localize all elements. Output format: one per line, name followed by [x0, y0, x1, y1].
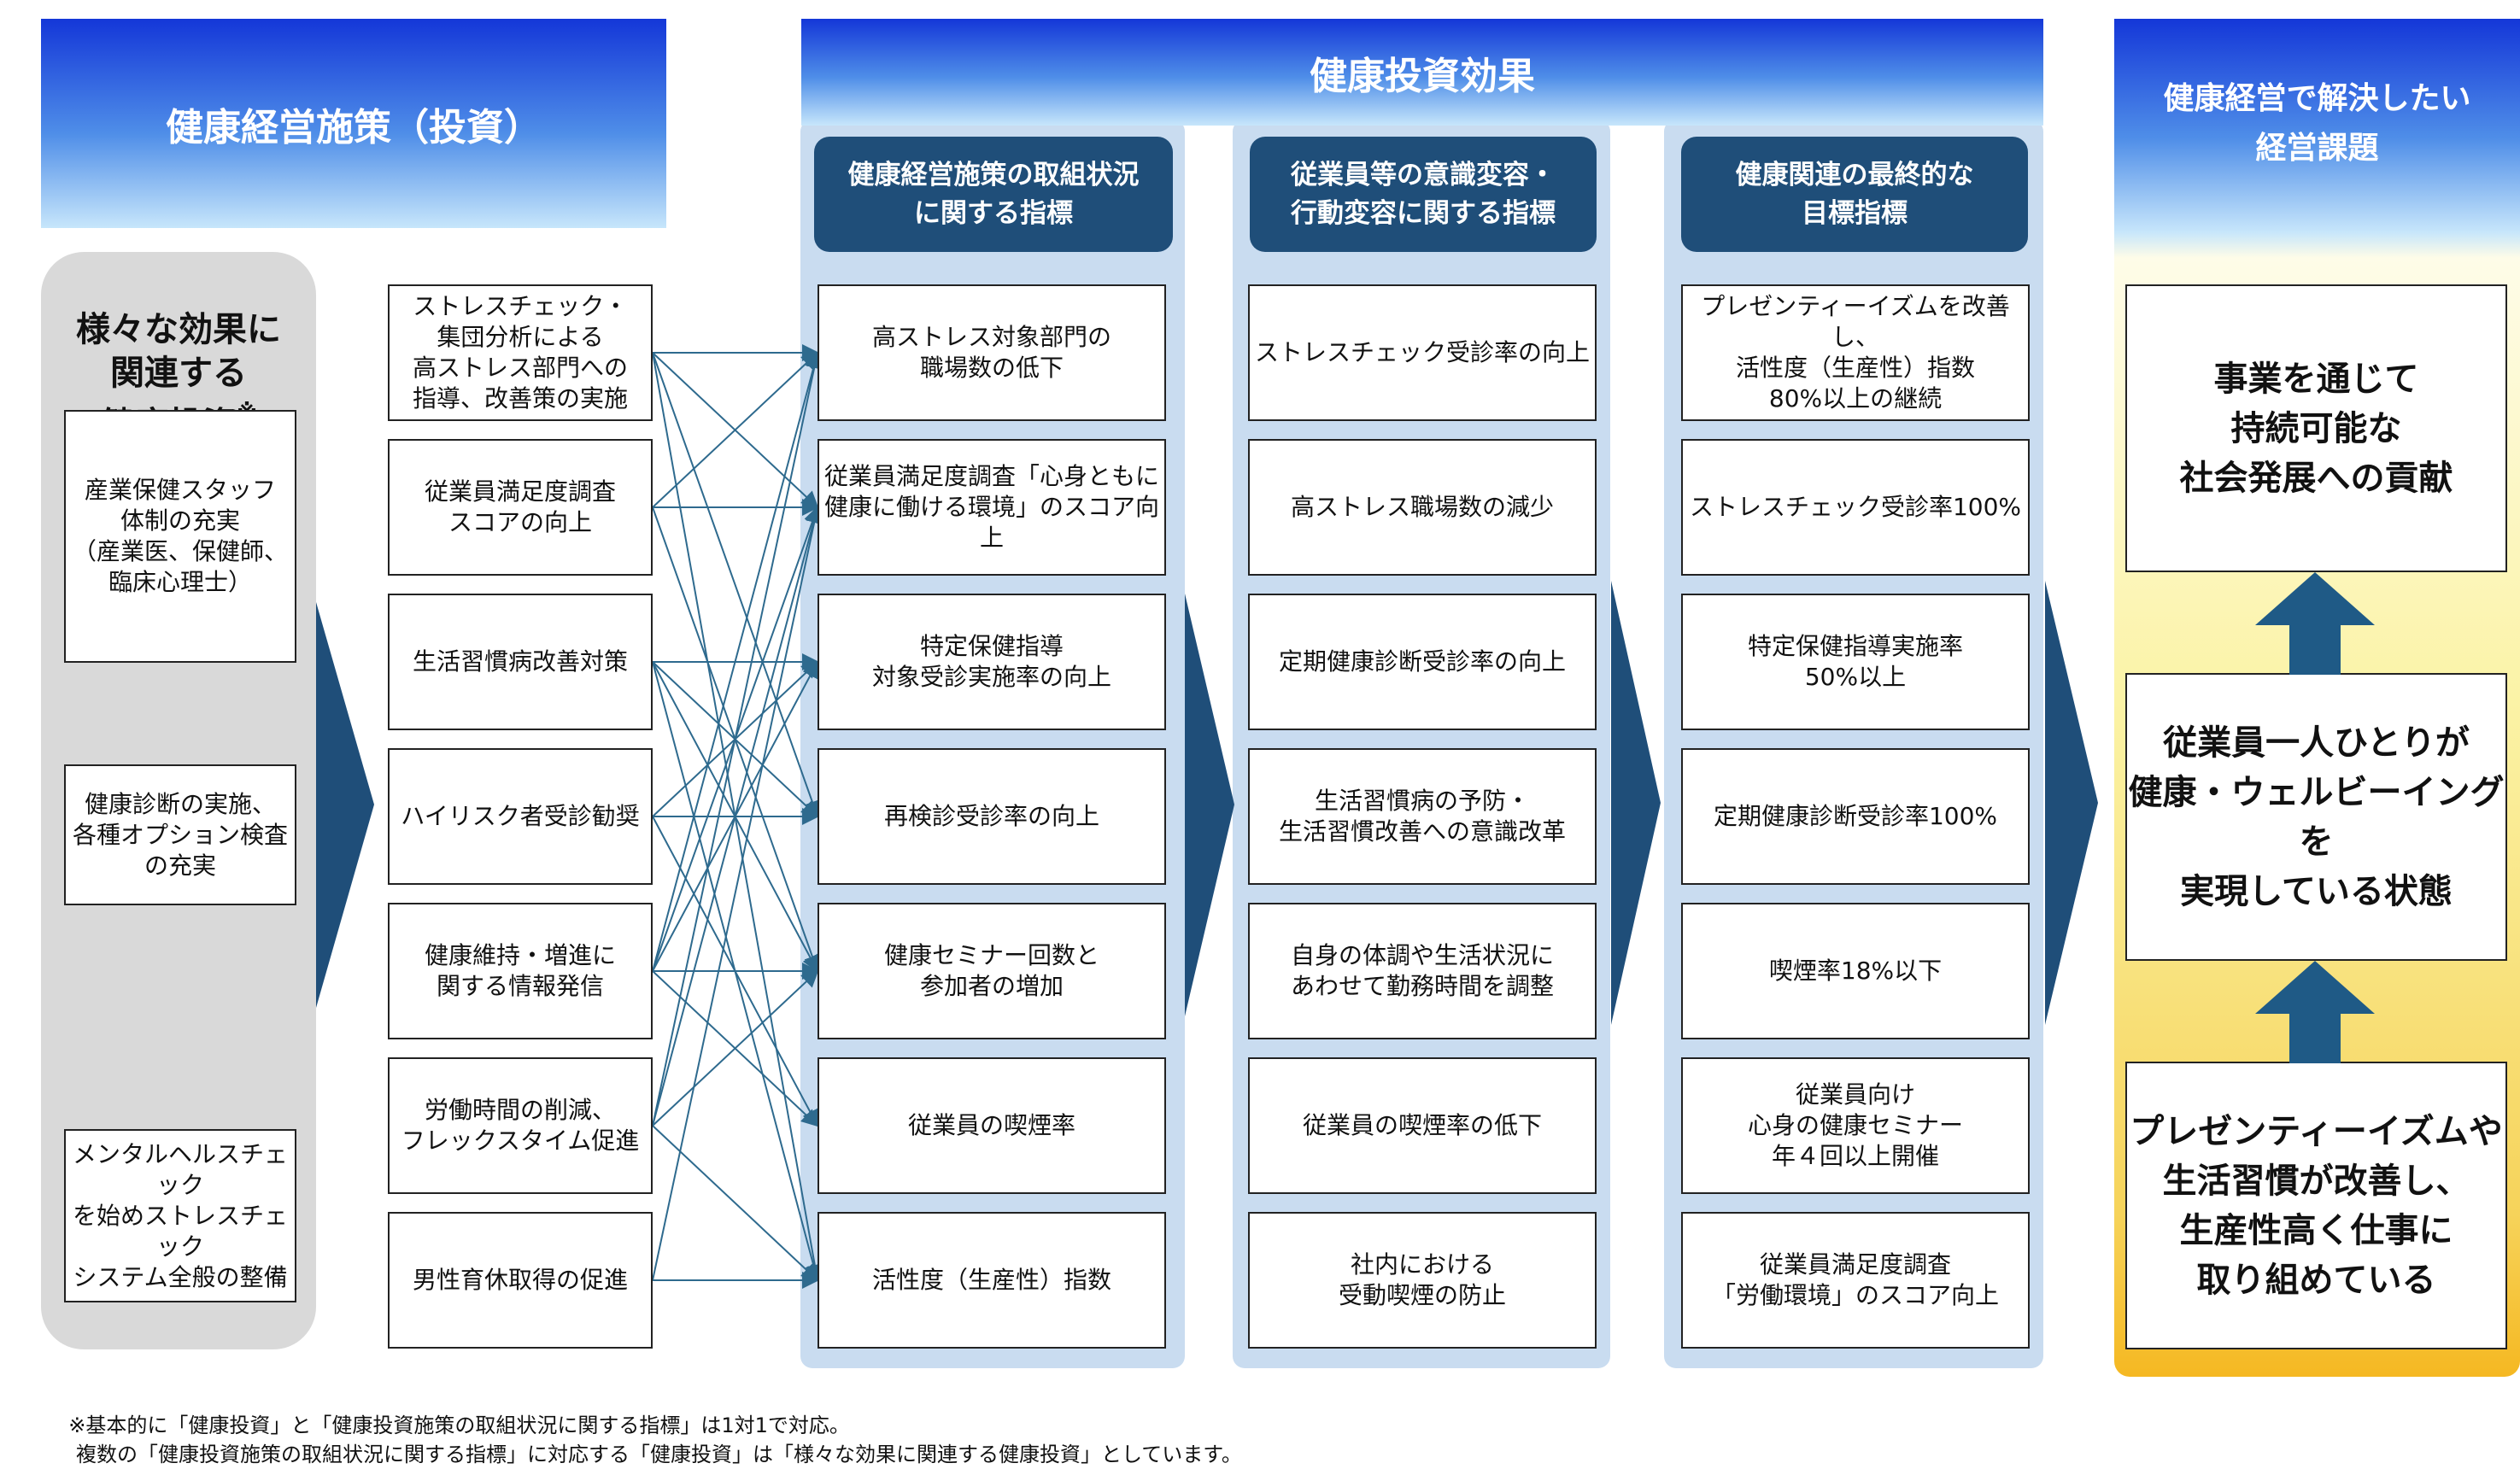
indicator-box: 特定保健指導実施率 50%以上 — [1681, 594, 2030, 730]
indicator-box: 従業員の喫煙率の低下 — [1248, 1057, 1597, 1194]
connector-line — [652, 506, 823, 1281]
indicator-box: 従業員満足度調査「心身ともに 健康に働ける環境」のスコア向上 — [818, 439, 1166, 576]
subheader-text: 健康経営施策の取組状況 に関する指標 — [847, 159, 1140, 229]
indicator-box: ストレスチェック受診率の向上 — [1248, 284, 1597, 421]
measure-text: ストレスチェック・ 集団分析による 高ストレス部門への 指導、改善策の実施 — [412, 292, 628, 413]
connector-line — [652, 351, 823, 1127]
indicator-text: 従業員満足度調査 「労働環境」のスコア向上 — [1711, 1250, 1999, 1309]
indicator-text: 定期健康診断受診率の向上 — [1278, 647, 1566, 676]
related-investment-item: 産業保健スタッフ 体制の充実 （産業医、保健師、 臨床心理士） — [64, 410, 296, 663]
indicator-box: 従業員向け 心身の健康セミナー 年４回以上開催 — [1681, 1057, 2030, 1194]
indicator-box: 自身の体調や生活状況に あわせて勤務時間を調整 — [1248, 903, 1597, 1039]
indicator-box: 喫煙率18%以下 — [1681, 903, 2030, 1039]
issue-text: プレゼンティーイズムや 生活習慣が改善し、 生産性高く仕事に 取り組めている — [2130, 1111, 2503, 1300]
indicator-text: 高ストレス対象部門の 職場数の低下 — [871, 323, 1111, 382]
connector-line — [652, 352, 821, 818]
subheader-final-indicators: 健康関連の最終的な 目標指標 — [1681, 137, 2028, 252]
connector-line — [652, 969, 819, 1127]
issue-text: 従業員一人ひとりが 健康・ウェルビーイングを 実現している状態 — [2128, 723, 2505, 911]
chevron-right-icon — [1185, 594, 1234, 1016]
indicator-box: 特定保健指導 対象受診実施率の向上 — [818, 594, 1166, 730]
indicator-box: 高ストレス職場数の減少 — [1248, 439, 1597, 576]
chevron-right-icon — [1611, 581, 1661, 1025]
indicator-box: ストレスチェック受診率100% — [1681, 439, 2030, 576]
issue-box-bottom: プレゼンティーイズムや 生活習慣が改善し、 生産性高く仕事に 取り組めている — [2125, 1062, 2507, 1349]
subheader-text: 健康関連の最終的な 目標指標 — [1735, 159, 1974, 229]
measure-text: ハイリスク者受診勧奨 — [401, 802, 640, 830]
indicator-text: 高ストレス職場数の減少 — [1290, 493, 1554, 521]
header-effects-label: 健康投資効果 — [1310, 54, 1535, 98]
measure-text: 健康維持・増進に 関する情報発信 — [424, 941, 616, 1000]
indicator-text: 従業員の喫煙率 — [907, 1111, 1075, 1139]
measure-box: 男性育休取得の促進 — [388, 1212, 653, 1349]
connector-line — [652, 1125, 819, 1282]
chevron-right-icon — [316, 602, 374, 1008]
indicator-box: 定期健康診断受診率100% — [1681, 748, 2030, 885]
indicator-box: 健康セミナー回数と 参加者の増加 — [818, 903, 1166, 1039]
header-issues: 健康経営で解決したい 経営課題 — [2114, 19, 2520, 228]
issue-box-top: 事業を通じて 持続可能な 社会発展への貢献 — [2125, 284, 2507, 572]
indicator-text: ストレスチェック受診率100% — [1689, 493, 2022, 521]
measure-text: 男性育休取得の促進 — [412, 1266, 628, 1294]
indicator-text: 健康セミナー回数と 参加者の増加 — [883, 941, 1099, 1000]
related-investment-item: メンタルヘルスチェック を始めストレスチェック システム全般の整備 — [64, 1129, 296, 1302]
measure-text: 生活習慣病改善対策 — [412, 647, 628, 676]
related-investment-item-text: 健康診断の実施、 各種オプション検査 の充実 — [72, 789, 288, 880]
measure-text: 従業員満足度調査 スコアの向上 — [424, 477, 616, 536]
indicator-box: 定期健康診断受診率の向上 — [1248, 594, 1597, 730]
measure-box: 生活習慣病改善対策 — [388, 594, 653, 730]
indicator-text: 特定保健指導 対象受診実施率の向上 — [871, 632, 1111, 691]
subheader-text: 従業員等の意識変容・ 行動変容に関する指標 — [1291, 159, 1556, 229]
issue-text: 事業を通じて 持続可能な 社会発展への貢献 — [2179, 359, 2453, 498]
indicator-text: 定期健康診断受診率100% — [1713, 802, 1998, 830]
arrow-up-icon — [2255, 961, 2375, 1063]
indicator-text: 従業員満足度調査「心身ともに 健康に働ける環境」のスコア向上 — [823, 462, 1159, 552]
measure-box: ストレスチェック・ 集団分析による 高ストレス部門への 指導、改善策の実施 — [388, 284, 653, 421]
footnote: ※基本的に「健康投資」と「健康投資施策の取組状況に関する指標」は1対1で対応。 … — [56, 1382, 1764, 1466]
indicator-box: 再検診受診率の向上 — [818, 748, 1166, 885]
indicator-box: 生活習慣病の予防・ 生活習慣改善への意識改革 — [1248, 748, 1597, 885]
indicator-box: 社内における 受動喫煙の防止 — [1248, 1212, 1597, 1349]
header-effects: 健康投資効果 — [801, 19, 2043, 126]
indicator-box: 高ストレス対象部門の 職場数の低下 — [818, 284, 1166, 421]
chevron-right-icon — [2045, 581, 2098, 1025]
indicator-box: プレゼンティーイズムを改善し、 活性度（生産性）指数 80%以上の継続 — [1681, 284, 2030, 421]
measure-text: 労働時間の削減、 フレックスタイム促進 — [401, 1096, 640, 1155]
measure-box: 健康維持・増進に 関する情報発信 — [388, 903, 653, 1039]
indicator-text: 社内における 受動喫煙の防止 — [1338, 1250, 1506, 1309]
related-investment-item: 健康診断の実施、 各種オプション検査 の充実 — [64, 764, 296, 905]
header-investment-label: 健康経営施策（投資） — [166, 105, 542, 149]
indicator-text: 特定保健指導実施率 50%以上 — [1747, 632, 1963, 691]
connector-line — [652, 506, 823, 1127]
header-issues-label: 健康経営で解決したい 経営課題 — [2163, 80, 2471, 166]
related-investment-item-text: 産業保健スタッフ 体制の充実 （産業医、保健師、 臨床心理士） — [72, 476, 288, 596]
indicator-text: 喫煙率18%以下 — [1768, 957, 1943, 985]
indicator-text: 自身の体調や生活状況に あわせて勤務時間を調整 — [1290, 941, 1554, 1000]
indicator-text: 活性度（生産性）指数 — [871, 1266, 1111, 1294]
indicator-box: 従業員満足度調査 「労働環境」のスコア向上 — [1681, 1212, 2030, 1349]
measure-box: 労働時間の削減、 フレックスタイム促進 — [388, 1057, 653, 1194]
connector-line — [652, 351, 823, 972]
header-investment: 健康経営施策（投資） — [41, 19, 666, 228]
arrow-up-icon — [2255, 572, 2375, 675]
connector-line — [652, 351, 819, 508]
indicator-box: 従業員の喫煙率 — [818, 1057, 1166, 1194]
issue-box-middle: 従業員一人ひとりが 健康・ウェルビーイングを 実現している状態 — [2125, 673, 2507, 961]
indicator-text: プレゼンティーイズムを改善し、 活性度（生産性）指数 80%以上の継続 — [1701, 292, 2010, 413]
indicator-text: 従業員向け 心身の健康セミナー 年４回以上開催 — [1747, 1080, 1963, 1170]
indicator-box: 活性度（生産性）指数 — [818, 1212, 1166, 1349]
measure-box: ハイリスク者受診勧奨 — [388, 748, 653, 885]
subheader-initiative-indicators: 健康経営施策の取組状況 に関する指標 — [814, 137, 1173, 252]
subheader-behavior-indicators: 従業員等の意識変容・ 行動変容に関する指標 — [1250, 137, 1597, 252]
measure-box: 従業員満足度調査 スコアの向上 — [388, 439, 653, 576]
footnote-text: ※基本的に「健康投資」と「健康投資施策の取組状況に関する指標」は1対1で対応。 … — [68, 1413, 1242, 1466]
indicator-text: 再検診受診率の向上 — [883, 802, 1099, 830]
indicator-text: 従業員の喫煙率の低下 — [1302, 1111, 1542, 1139]
indicator-text: 生活習慣病の予防・ 生活習慣改善への意識改革 — [1278, 787, 1566, 846]
indicator-text: ストレスチェック受診率の向上 — [1254, 338, 1590, 366]
related-investment-item-text: メンタルヘルスチェック を始めストレスチェック システム全般の整備 — [72, 1139, 288, 1291]
